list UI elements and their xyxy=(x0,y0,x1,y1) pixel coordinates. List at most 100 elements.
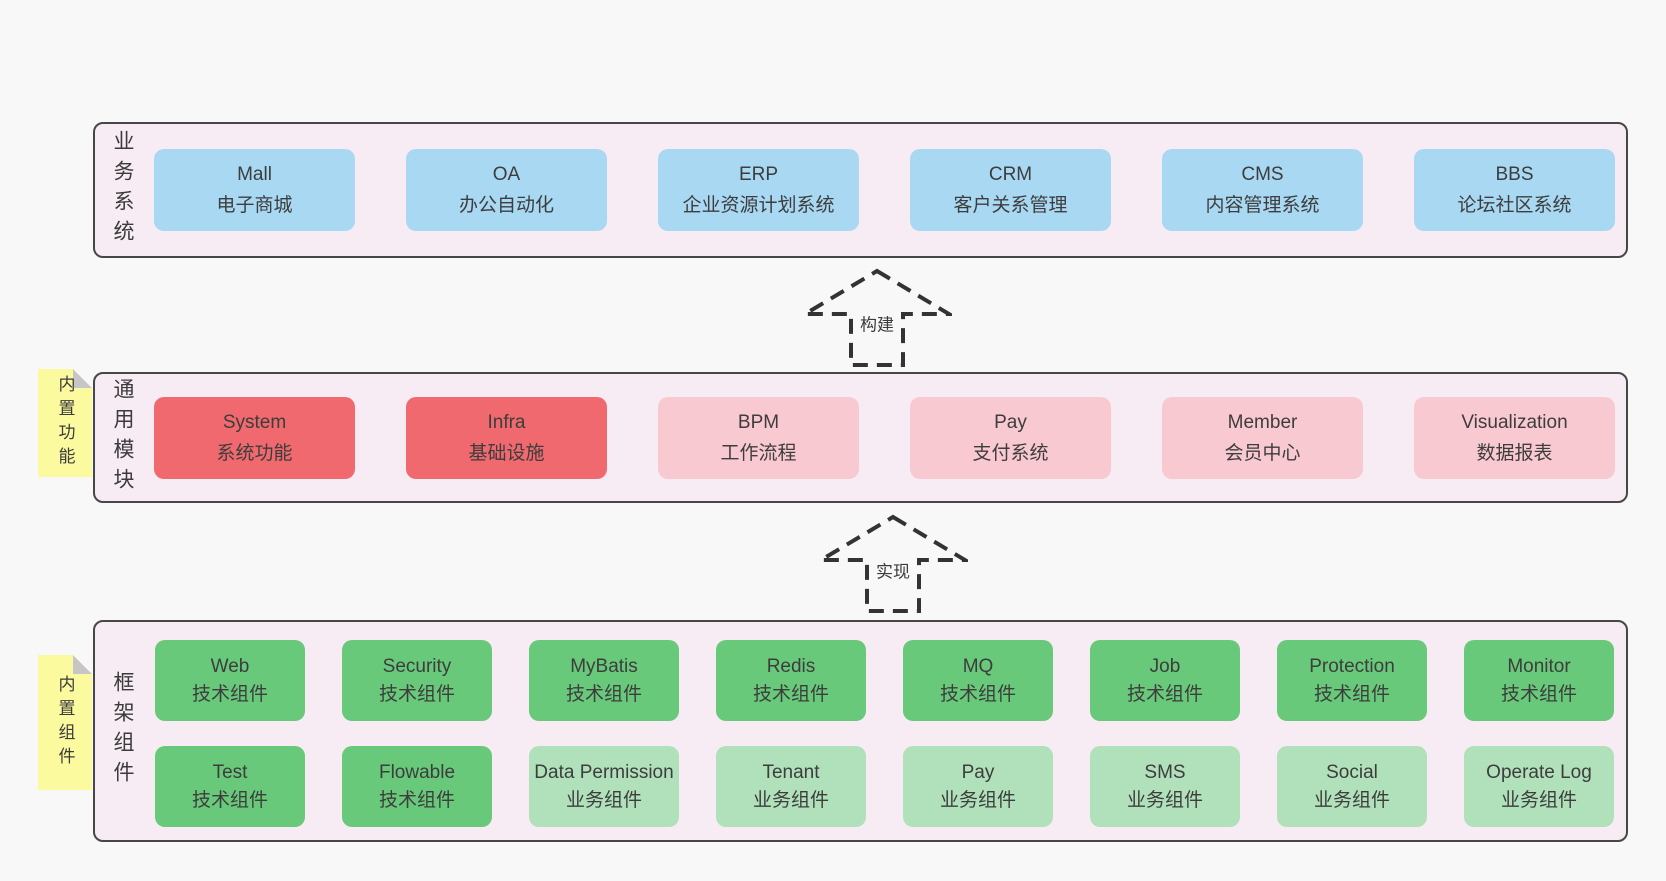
module-box-title: Protection xyxy=(1309,655,1395,677)
module-box-mybatis: MyBatis 技术组件 xyxy=(529,640,679,721)
module-box-security: Security 技术组件 xyxy=(342,640,492,721)
implement-arrow-icon xyxy=(818,514,968,613)
module-box-protection: Protection 技术组件 xyxy=(1277,640,1427,721)
note-fold-corner-icon xyxy=(73,655,92,674)
module-box-title: Test xyxy=(212,761,248,783)
module-box-subtitle: 工作流程 xyxy=(720,442,797,464)
module-box-subtitle: 业务组件 xyxy=(1313,789,1390,811)
module-box-crm: CRM 客户关系管理 xyxy=(910,149,1111,231)
module-box-cms: CMS 内容管理系统 xyxy=(1162,149,1363,231)
module-box-tenant: Tenant 业务组件 xyxy=(716,746,866,827)
module-box-pay: Pay 业务组件 xyxy=(903,746,1053,827)
module-box-subtitle: 技术组件 xyxy=(939,683,1016,705)
module-box-title: CRM xyxy=(988,164,1033,185)
layer-label-business: 业务系统 xyxy=(111,130,134,250)
module-box-monitor: Monitor 技术组件 xyxy=(1464,640,1614,721)
module-box-oa: OA 办公自动化 xyxy=(406,149,607,231)
module-box-title: Infra xyxy=(487,411,526,433)
module-box-title: MQ xyxy=(962,655,994,677)
module-box-system: System 系统功能 xyxy=(154,396,355,479)
module-box-title: Security xyxy=(382,655,452,677)
module-box-pay: Pay 支付系统 xyxy=(910,396,1111,479)
module-box-subtitle: 客户关系管理 xyxy=(953,195,1068,216)
module-box-title: BBS xyxy=(1495,164,1534,185)
module-box-subtitle: 技术组件 xyxy=(752,683,829,705)
build-arrow-icon xyxy=(802,268,952,367)
module-box-title: Flowable xyxy=(378,761,456,783)
module-box-title: Social xyxy=(1326,761,1378,783)
sticky-note-text: 内置功能 xyxy=(55,375,75,471)
layer-common-modules: 通用模块 System 系统功能 Infra 基础设施 BPM 工作流程 Pay 支付系统 Me… xyxy=(93,372,1628,503)
module-box-subtitle: 办公自动化 xyxy=(458,195,554,216)
module-box-mq: MQ 技术组件 xyxy=(903,640,1053,721)
module-box-sms: SMS 业务组件 xyxy=(1090,746,1240,827)
module-box-test: Test 技术组件 xyxy=(155,746,305,827)
module-box-bpm: BPM 工作流程 xyxy=(658,396,859,479)
module-box-title: BPM xyxy=(737,411,780,433)
module-box-subtitle: 技术组件 xyxy=(191,683,268,705)
module-box-member: Member 会员中心 xyxy=(1162,396,1363,479)
module-box-subtitle: 技术组件 xyxy=(191,789,268,811)
module-box-subtitle: 业务组件 xyxy=(1126,789,1203,811)
module-box-title: Tenant xyxy=(762,761,820,783)
module-box-subtitle: 论坛社区系统 xyxy=(1457,195,1572,216)
module-box-title: ERP xyxy=(738,164,779,185)
module-box-title: System xyxy=(222,411,287,433)
module-box-title: Mall xyxy=(237,164,272,185)
module-box-visualization: Visualization 数据报表 xyxy=(1414,396,1615,479)
module-box-infra: Infra 基础设施 xyxy=(406,396,607,479)
layer-label-components: 框架组件 xyxy=(111,671,134,791)
module-box-title: Operate Log xyxy=(1486,761,1592,783)
module-box-subtitle: 业务组件 xyxy=(752,789,829,811)
module-box-erp: ERP 企业资源计划系统 xyxy=(658,149,859,231)
layer-label-modules: 通用模块 xyxy=(111,377,134,498)
build-arrow-label: 构建 xyxy=(855,309,899,337)
module-box-subtitle: 系统功能 xyxy=(216,442,293,464)
module-box-title: OA xyxy=(492,164,521,185)
module-box-redis: Redis 技术组件 xyxy=(716,640,866,721)
module-box-title: Member xyxy=(1227,411,1298,433)
module-box-bbs: BBS 论坛社区系统 xyxy=(1414,149,1615,231)
module-box-title: Redis xyxy=(766,655,816,677)
module-box-title: MyBatis xyxy=(570,655,638,677)
module-box-social: Social 业务组件 xyxy=(1277,746,1427,827)
sticky-note-built-in-components: 内置组件 xyxy=(38,655,92,790)
module-box-subtitle: 技术组件 xyxy=(1313,683,1390,705)
module-box-web: Web 技术组件 xyxy=(155,640,305,721)
module-box-subtitle: 基础设施 xyxy=(468,442,545,464)
module-box-title: Job xyxy=(1149,655,1181,677)
module-box-subtitle: 技术组件 xyxy=(1500,683,1577,705)
module-box-data-permission: Data Permission 业务组件 xyxy=(529,746,679,827)
module-box-subtitle: 会员中心 xyxy=(1224,442,1301,464)
module-box-subtitle: 支付系统 xyxy=(972,442,1049,464)
module-box-subtitle: 技术组件 xyxy=(378,683,455,705)
module-box-title: Pay xyxy=(994,411,1027,433)
module-box-title: SMS xyxy=(1144,761,1186,783)
module-box-operate-log: Operate Log 业务组件 xyxy=(1464,746,1614,827)
module-box-subtitle: 技术组件 xyxy=(1126,683,1203,705)
module-box-title: CMS xyxy=(1241,164,1284,185)
sticky-note-text: 内置组件 xyxy=(55,674,75,771)
module-box-title: Web xyxy=(210,655,250,677)
module-box-title: Visualization xyxy=(1461,411,1568,433)
module-box-subtitle: 技术组件 xyxy=(378,789,455,811)
module-box-job: Job 技术组件 xyxy=(1090,640,1240,721)
module-box-subtitle: 业务组件 xyxy=(1500,789,1577,811)
module-box-title: Monitor xyxy=(1507,655,1571,677)
module-box-subtitle: 业务组件 xyxy=(565,789,642,811)
module-box-subtitle: 内容管理系统 xyxy=(1205,195,1320,216)
modules-box-row: System 系统功能 Infra 基础设施 BPM 工作流程 Pay 支付系统 Member 会… xyxy=(154,374,1615,501)
module-box-title: Pay xyxy=(961,761,995,783)
module-box-subtitle: 企业资源计划系统 xyxy=(682,195,835,216)
module-box-subtitle: 技术组件 xyxy=(565,683,642,705)
module-box-title: Data Permission xyxy=(534,761,674,783)
module-box-subtitle: 数据报表 xyxy=(1476,442,1553,464)
module-box-subtitle: 业务组件 xyxy=(939,789,1016,811)
